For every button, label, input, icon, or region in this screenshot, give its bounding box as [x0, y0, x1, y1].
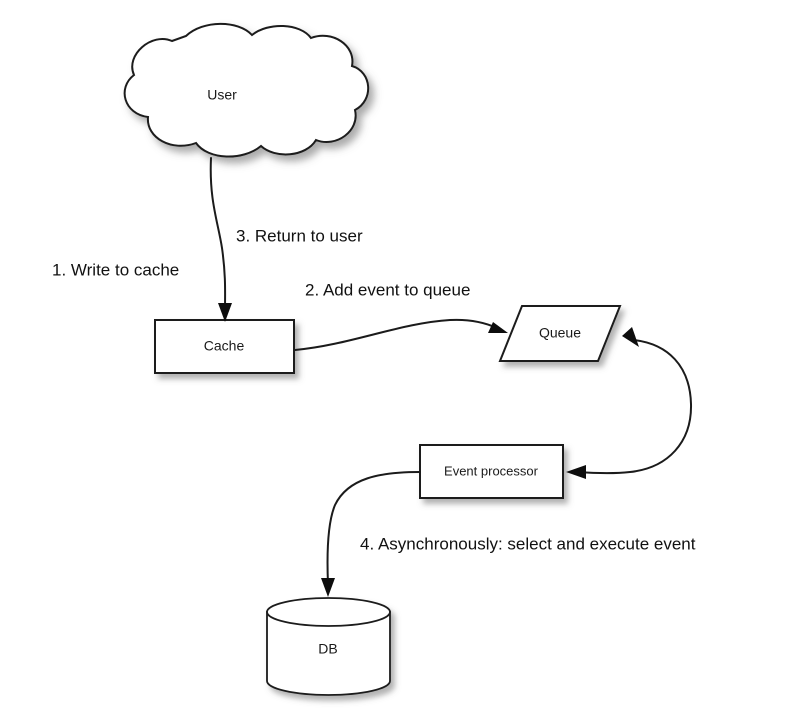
node-label-event-processor: Event processor [444, 463, 539, 478]
node-queue[interactable]: Queue [498, 305, 622, 362]
node-label-queue: Queue [539, 325, 581, 341]
node-label-user: User [207, 87, 237, 103]
edge-label-add-event-to-queue: 2. Add event to queue [305, 280, 470, 299]
edge-user-to-cache [209, 157, 232, 322]
node-event-processor[interactable]: Event processor [419, 444, 564, 499]
node-label-db: DB [318, 641, 337, 657]
edge-cache-to-queue [294, 318, 508, 351]
arrowhead-db [321, 578, 335, 597]
edge-label-write-to-cache: 1. Write to cache [52, 260, 179, 279]
node-db[interactable]: DB [266, 597, 391, 696]
arrowhead-queue [488, 322, 508, 333]
edge-event-processor-to-db [321, 471, 421, 597]
node-cache[interactable]: Cache [154, 319, 295, 374]
arrowhead-event-processor [566, 465, 586, 479]
node-user[interactable]: User [123, 22, 370, 158]
edge-label-asynchronously: 4. Asynchronously: select and execute ev… [360, 534, 696, 553]
arrowhead-queue-return [622, 327, 639, 347]
node-label-cache: Cache [204, 338, 245, 354]
arrowhead-cache [218, 303, 232, 322]
edge-queue-to-event-processor [566, 327, 693, 479]
edge-label-return-to-user: 3. Return to user [236, 226, 363, 245]
